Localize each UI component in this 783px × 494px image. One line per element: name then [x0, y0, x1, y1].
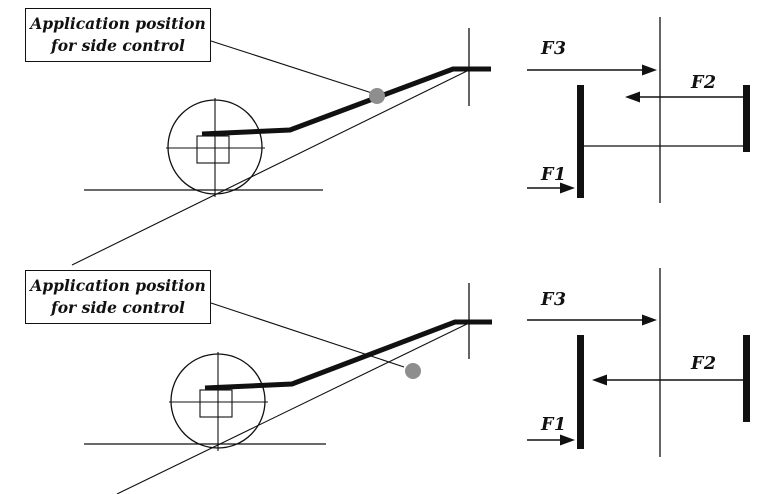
- callout-text-line2: for side control: [51, 36, 185, 55]
- force-f1-arrowhead-icon: [560, 434, 575, 446]
- force-label-f1: F1: [541, 165, 567, 185]
- figure-1-linkage-drawing: [71, 28, 491, 266]
- force-label-f3: F3: [541, 39, 567, 59]
- draft-diagonal-line: [71, 69, 470, 266]
- force-f1-arrowhead-icon: [560, 182, 575, 194]
- callout-leader-line: [210, 40, 373, 94]
- control-lever-arm: [201, 66, 491, 137]
- figure-2-force-diagram: [527, 268, 750, 457]
- axle-box: [199, 389, 233, 418]
- callout-text-line1: Application position: [30, 13, 206, 33]
- application-point-marker: [369, 88, 385, 104]
- draft-diagonal-line: [116, 322, 470, 494]
- force-label-f2: F2: [691, 73, 717, 93]
- force-f3-arrowhead-icon: [642, 64, 657, 76]
- callout-text-line2: for side control: [51, 298, 185, 317]
- axle-box: [196, 135, 230, 164]
- figure-2-linkage-drawing: [84, 283, 492, 494]
- force-label-f3: F3: [541, 290, 567, 310]
- force-f2-arrowhead-icon: [625, 91, 640, 103]
- force-label-f2: F2: [691, 354, 717, 374]
- force-label-f1: F1: [541, 415, 567, 435]
- control-lever-arm: [204, 319, 492, 391]
- force-f3-arrowhead-icon: [642, 314, 657, 326]
- force-f2-arrowhead-icon: [592, 374, 607, 386]
- callout-box-top: Application position for side control: [25, 8, 211, 62]
- callout-box-bottom: Application position for side control: [25, 270, 211, 324]
- callout-text-line1: Application position: [30, 275, 206, 295]
- callout-leader-line: [210, 302, 405, 368]
- figure-1-force-diagram: [527, 17, 750, 203]
- application-point-marker: [405, 363, 421, 379]
